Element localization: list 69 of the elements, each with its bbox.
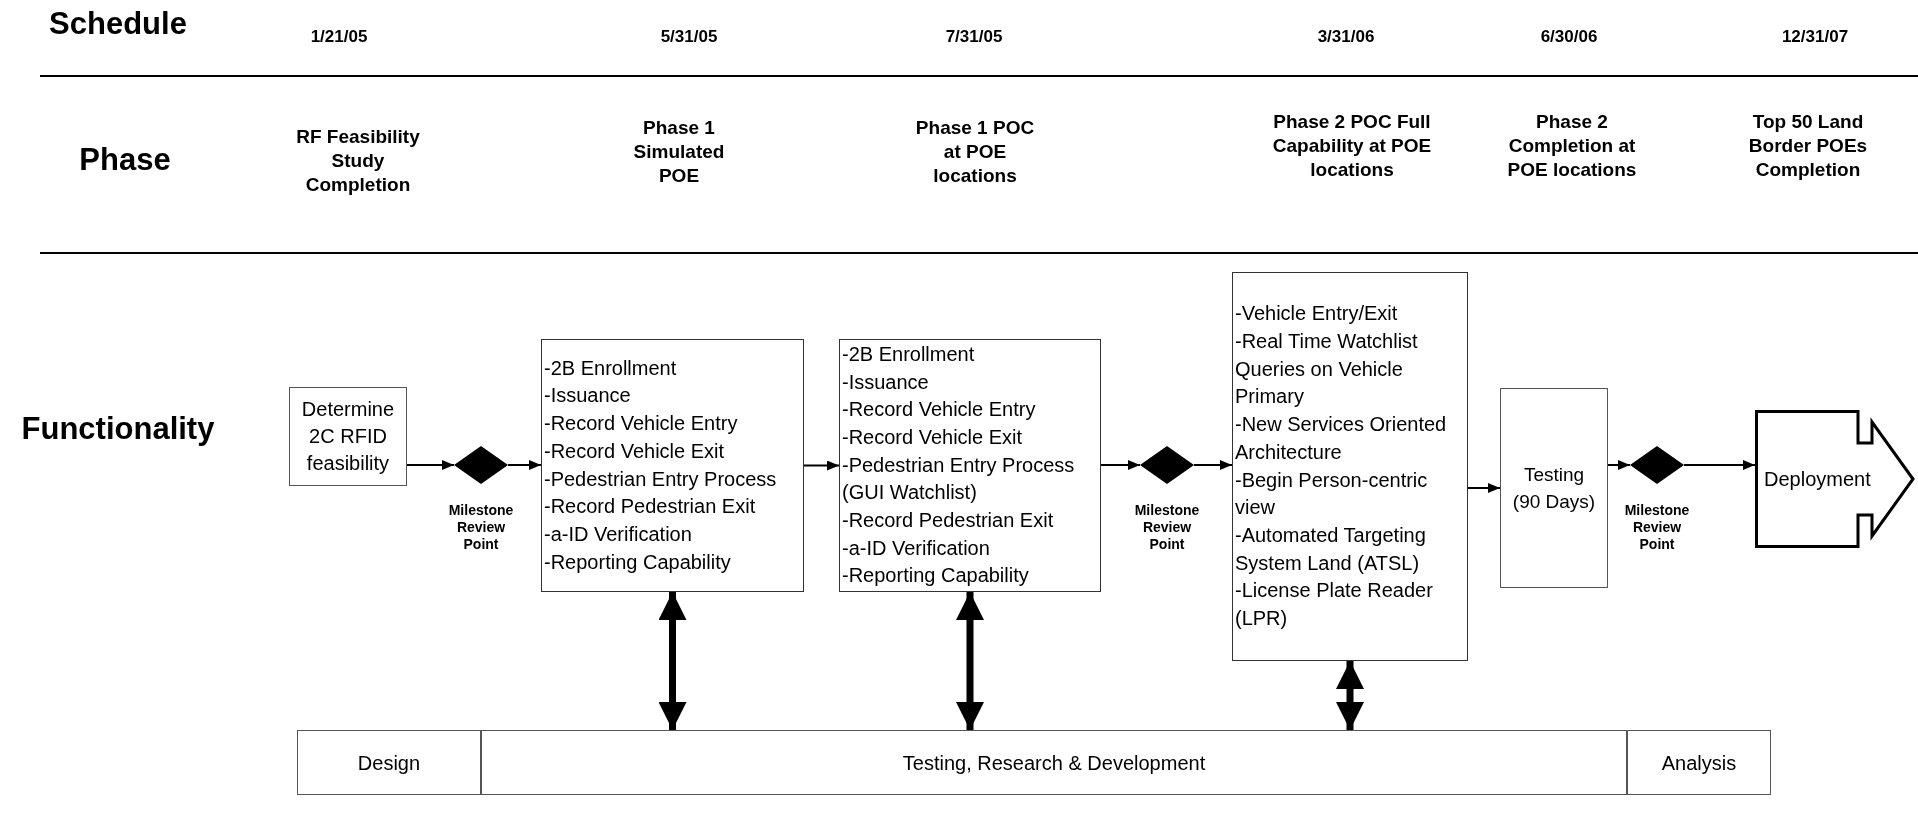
node-label: Design bbox=[356, 750, 422, 775]
date-label: 1/21/05 bbox=[309, 26, 369, 48]
phase-label: RF Feasibility Study Completion bbox=[295, 125, 421, 197]
date-label: 7/31/05 bbox=[944, 26, 1004, 48]
node-label: Determine 2C RFID feasibility bbox=[300, 397, 396, 476]
arrow bbox=[803, 460, 840, 471]
arrow bbox=[1467, 483, 1501, 493]
list-item: -Record Vehicle Entry bbox=[543, 411, 739, 437]
milestone-diamond bbox=[454, 446, 508, 484]
list-item: -Record Pedestrian Exit bbox=[543, 494, 757, 520]
milestone-caption: Milestone Review Point bbox=[447, 502, 515, 553]
list-item: -New Services Oriented Architecture bbox=[1234, 412, 1448, 465]
list-item: -Pedestrian Entry Process (GUI Watchlist) bbox=[841, 452, 1076, 506]
list-item: -Record Vehicle Exit bbox=[543, 438, 726, 464]
list-item: -Begin Person-centric view bbox=[1234, 467, 1429, 521]
date-label: 3/31/06 bbox=[1316, 26, 1376, 48]
phase-label: Phase 1 POC at POE locations bbox=[915, 116, 1035, 188]
arrow bbox=[1193, 460, 1233, 470]
node-label: Testing, Research & Development bbox=[901, 750, 1207, 775]
list-item: -Issuance bbox=[543, 383, 632, 409]
phase-label: Top 50 Land Border POEs Completion bbox=[1747, 110, 1869, 182]
double-arrow bbox=[1336, 661, 1364, 730]
double-arrow bbox=[956, 592, 984, 730]
list-item: -2B Enrollment bbox=[543, 355, 678, 381]
list-item: -Pedestrian Entry Process bbox=[543, 466, 778, 492]
process-box bbox=[481, 730, 1627, 795]
list-item: -Real Time Watchlist Queries on Vehicle Primary bbox=[1234, 329, 1419, 410]
milestone-diamond bbox=[1630, 446, 1684, 484]
list-item: -Record Pedestrian Exit bbox=[841, 508, 1055, 534]
process-box bbox=[1627, 730, 1771, 795]
date-label: 6/30/06 bbox=[1539, 26, 1599, 48]
functionality-box bbox=[1232, 272, 1468, 661]
double-arrow bbox=[658, 592, 687, 730]
process-box bbox=[297, 730, 481, 795]
list-item: -2B Enrollment bbox=[841, 341, 976, 367]
row-heading: Phase bbox=[78, 141, 172, 179]
list-item: -Reporting Capability bbox=[543, 549, 732, 575]
process-box bbox=[1500, 388, 1608, 588]
list-item: -Issuance bbox=[841, 369, 930, 395]
list-item: -a-ID Verification bbox=[841, 535, 991, 561]
date-label: 5/31/05 bbox=[659, 26, 719, 48]
list-item: -a-ID Verification bbox=[543, 521, 693, 547]
arrow bbox=[1100, 460, 1141, 470]
list-item: -Reporting Capability bbox=[841, 563, 1030, 589]
arrow bbox=[1683, 460, 1756, 470]
node-label: Analysis bbox=[1660, 750, 1738, 775]
arrow bbox=[1607, 460, 1631, 470]
node-label: Deployment bbox=[1763, 467, 1872, 491]
functionality-box bbox=[541, 339, 804, 592]
phase-label: Phase 1 Simulated POE bbox=[632, 116, 726, 188]
date-label: 12/31/07 bbox=[1780, 26, 1850, 48]
milestone-diamond bbox=[1140, 446, 1194, 484]
list-item: -Vehicle Entry/Exit bbox=[1234, 301, 1399, 327]
list-item: -License Plate Reader (LPR) bbox=[1234, 578, 1434, 631]
phase-label: Phase 2 POC Full Capability at POE locations bbox=[1271, 110, 1433, 182]
phase-label: Phase 2 Completion at POE locations bbox=[1506, 110, 1638, 182]
deployment-arrow-shape bbox=[1755, 410, 1915, 548]
arrow bbox=[507, 460, 542, 470]
row-heading: Schedule bbox=[48, 6, 188, 42]
process-box bbox=[289, 387, 407, 486]
list-item: -Record Vehicle Entry bbox=[841, 397, 1037, 423]
functionality-box bbox=[839, 339, 1101, 592]
row-heading: Functionality bbox=[20, 410, 216, 448]
list-item: -Record Vehicle Exit bbox=[841, 424, 1024, 450]
list-item: -Automated Targeting System Land (ATSL) bbox=[1234, 522, 1427, 576]
milestone-caption: Milestone Review Point bbox=[1133, 502, 1201, 553]
node-label: Testing (90 Days) bbox=[1511, 463, 1597, 514]
arrow bbox=[406, 460, 455, 470]
milestone-caption: Milestone Review Point bbox=[1623, 502, 1691, 553]
